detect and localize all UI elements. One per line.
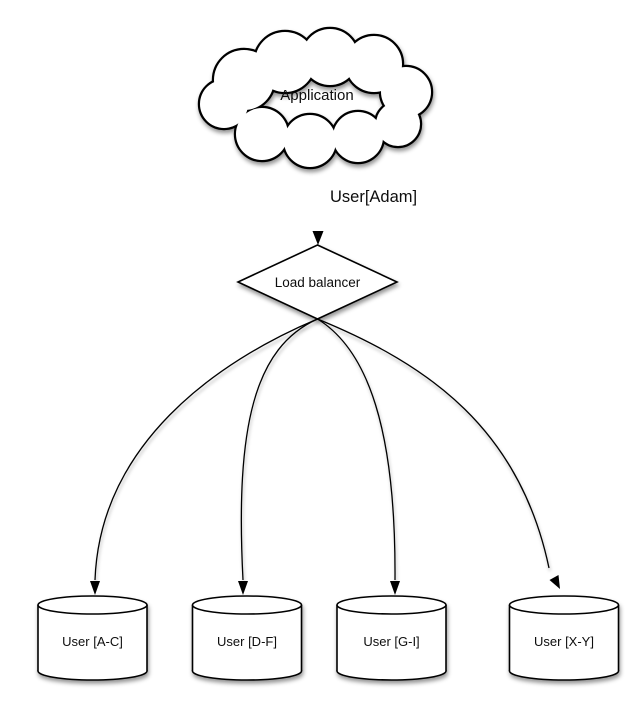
cloud-bump-fill bbox=[200, 80, 248, 128]
db-node-1-label: User [A-C] bbox=[62, 634, 123, 649]
db-node-1 bbox=[37, 595, 148, 681]
arrowhead-down-right-icon bbox=[549, 575, 560, 589]
cylinder-body bbox=[509, 605, 619, 671]
cloud-bump-fill bbox=[236, 108, 288, 160]
cylinder-body bbox=[38, 605, 147, 671]
cloud-bump-fill bbox=[302, 29, 358, 85]
db-node-3-label: User [G-I] bbox=[363, 634, 419, 649]
application-cloud-node bbox=[197, 26, 434, 170]
cylinder-top bbox=[37, 595, 148, 615]
edge-lb-to-db-2 bbox=[240, 318, 318, 581]
cylinder-top bbox=[191, 595, 303, 615]
arrowhead-down-icon bbox=[312, 231, 324, 245]
load-balancer-node-label: Load balancer bbox=[275, 275, 361, 290]
db-node-2-label: User [D-F] bbox=[217, 634, 277, 649]
cylinder-top bbox=[508, 595, 620, 615]
edge-lb-to-db-1 bbox=[94, 318, 318, 581]
arrowheads bbox=[90, 231, 560, 595]
cloud-fill bbox=[200, 29, 431, 167]
db-node-3 bbox=[336, 595, 447, 681]
edge-app-to-lb-label: User[Adam] bbox=[330, 188, 417, 206]
cylinder-top bbox=[336, 595, 447, 615]
edges-lb-to-databases bbox=[94, 318, 550, 581]
arrowhead-down-icon bbox=[390, 581, 400, 595]
edge-lb-to-db-4 bbox=[317, 318, 550, 569]
cloud-bump-fill bbox=[376, 102, 420, 146]
db-node-2 bbox=[191, 595, 303, 681]
cloud-bump-fill bbox=[333, 112, 383, 162]
arrowhead-down-icon bbox=[90, 581, 100, 595]
cylinder-body bbox=[192, 605, 302, 671]
cylinder-body bbox=[337, 605, 446, 671]
db-node-4 bbox=[508, 595, 620, 681]
diamond-shape bbox=[236, 244, 399, 320]
edge-lb-to-db-3 bbox=[317, 318, 396, 581]
arrowhead-down-icon bbox=[238, 581, 248, 595]
application-node-label: Application bbox=[280, 87, 353, 104]
cloud-bump-fill bbox=[255, 32, 315, 92]
load-balancer-node bbox=[236, 244, 399, 320]
cloud-bump-fill bbox=[284, 115, 336, 167]
db-node-4-label: User [X-Y] bbox=[534, 634, 594, 649]
